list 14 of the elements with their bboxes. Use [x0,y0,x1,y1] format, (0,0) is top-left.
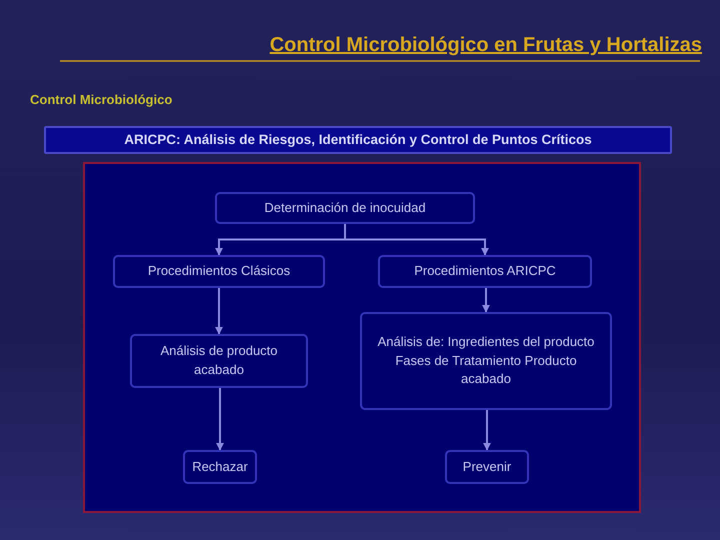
slide-title: Control Microbiológico en Frutas y Hortalizas [268,34,702,57]
process-box: Análisis de producto acabado [130,334,308,388]
process-box: Determinación de inocuidad [215,192,475,224]
process-box: Prevenir [445,450,529,484]
arrow [482,288,490,313]
arrow [483,410,491,451]
process-box: Análisis de: Ingredientes del producto Fases de Tratamiento Producto acabado [360,312,612,410]
arrow [215,288,223,335]
section-heading: Control Microbiológico [30,92,172,107]
title-banner: ARICPC: Análisis de Riesgos, Identificación y Control de Puntos Críticos [44,126,672,154]
process-box: Procedimientos Clásicos [113,255,325,288]
process-box: Rechazar [183,450,257,484]
process-box: Procedimientos ARICPC [378,255,592,288]
arrow [216,388,224,451]
